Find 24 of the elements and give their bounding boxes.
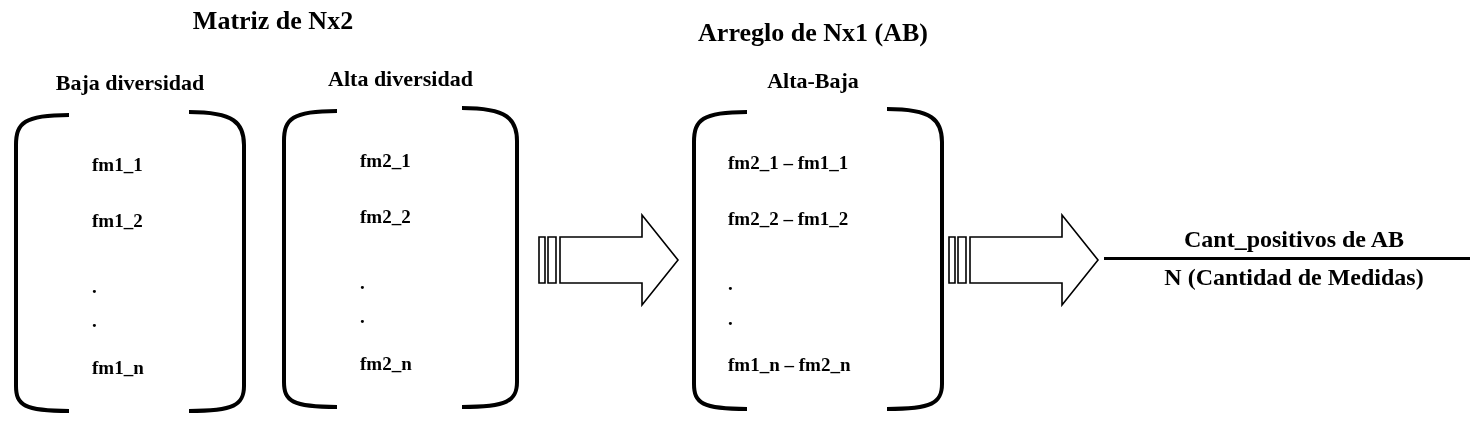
- matrix-entry: fm2_1 – fm1_1: [728, 152, 849, 174]
- matrix-entry: fm1_1: [92, 154, 143, 176]
- matrix-entry: fm1_n: [92, 357, 144, 379]
- matrix-entry: fm2_1: [360, 150, 411, 172]
- matrix-entry: fm1_n – fm2_n: [728, 354, 851, 376]
- column-heading: Alta-Baja: [766, 68, 860, 94]
- column-heading: Alta diversidad: [327, 66, 474, 92]
- matrix-entry: fm2_2: [360, 206, 411, 228]
- block-arrow: [538, 212, 680, 308]
- matrix-entry: fm2_2 – fm1_2: [728, 208, 849, 230]
- matrix-title: Matriz de Nx2: [191, 6, 355, 36]
- matrix-entry: .: [728, 308, 733, 330]
- numerator: Cant_positivos de AB: [1182, 226, 1405, 253]
- denominator: N (Cantidad de Medidas): [1163, 264, 1425, 291]
- block-arrow: [948, 212, 1100, 308]
- column-heading: Baja diversidad: [54, 70, 206, 96]
- array-title: Arreglo de Nx1 (AB): [697, 18, 929, 48]
- matrix-entry: .: [360, 272, 365, 294]
- matrix-entry: .: [92, 310, 97, 332]
- matrix-entry: fm2_n: [360, 353, 412, 375]
- matrix-entry: fm1_2: [92, 210, 143, 232]
- matrix-entry: .: [92, 276, 97, 298]
- matrix-entry: .: [360, 306, 365, 328]
- matrix-entry: .: [728, 273, 733, 295]
